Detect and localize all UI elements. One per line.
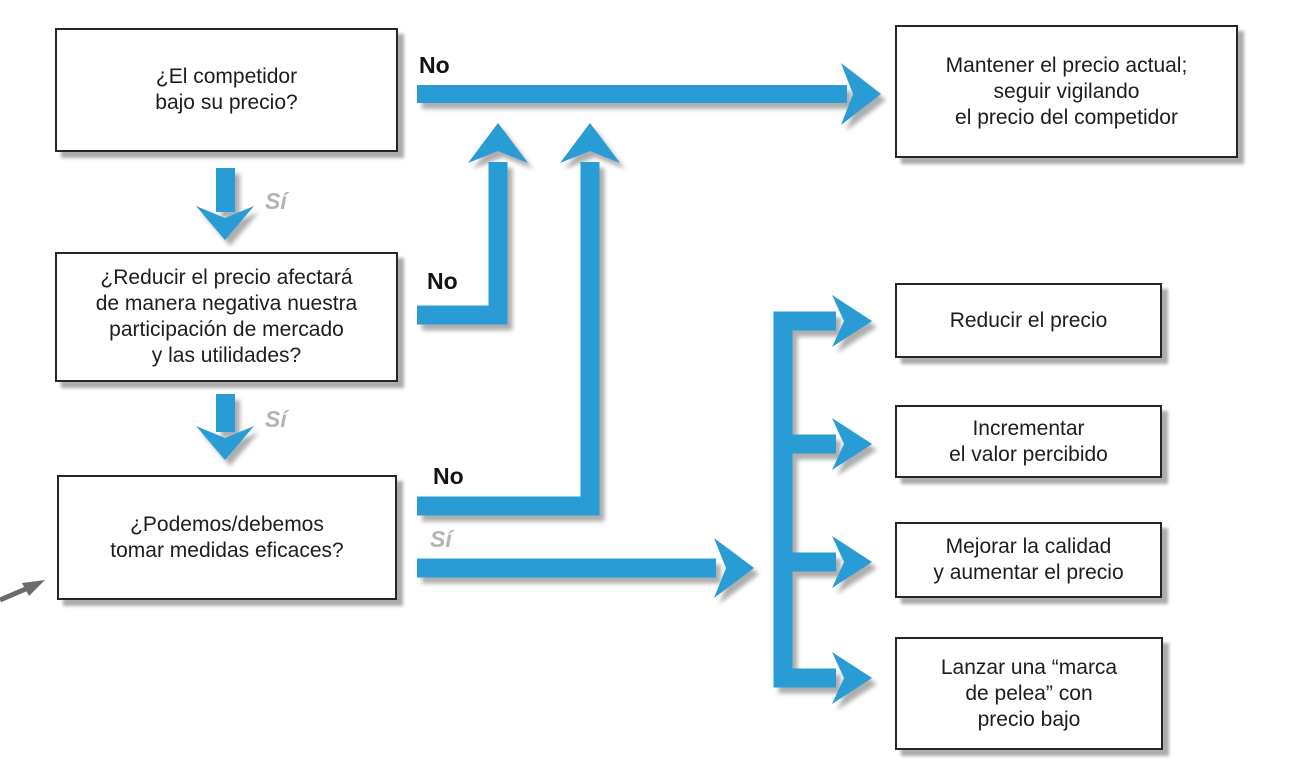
branch-arrowhead-4-icon <box>832 652 872 704</box>
edge-label-si-1: Sí <box>265 188 287 214</box>
node-action-fighting-brand-text: Lanzar una “marca de pelea” con precio b… <box>940 655 1118 731</box>
node-result-keep-price: Mantener el precio actual; seguir vigila… <box>895 25 1238 158</box>
edge-label-no-1: No <box>419 52 450 78</box>
branch-arrowhead-2-icon <box>832 418 872 470</box>
branch-arrowhead-3-icon <box>832 536 872 588</box>
branch-arrowhead-1-icon <box>832 295 872 347</box>
arrow-si-q3-to-actions-icon <box>417 538 754 598</box>
node-action-reduce-price: Reducir el precio <box>895 283 1162 358</box>
node-question-reduce-effect-text: ¿Reducir el precio afectará de manera ne… <box>95 266 358 367</box>
arrow-si-q2-to-q3-icon <box>196 394 254 460</box>
node-action-reduce-price-text: Reducir el precio <box>949 308 1108 332</box>
arrow-no-q1-to-keep-icon <box>417 63 881 125</box>
edge-label-si-3: Sí <box>430 526 452 552</box>
edge-label-no-3: No <box>433 463 464 489</box>
node-action-increase-value-text: Incrementar el valor percibido <box>949 416 1108 466</box>
edge-label-si-2: Sí <box>265 406 287 432</box>
node-action-improve-quality-text: Mejorar la calidad y aumentar el precio <box>933 535 1124 584</box>
node-question-competitor: ¿El competidor bajo su precio? <box>55 28 398 152</box>
node-question-measures-text: ¿Podemos/debemos tomar medidas eficaces? <box>110 512 344 562</box>
node-question-measures: ¿Podemos/debemos tomar medidas eficaces? <box>57 475 397 600</box>
arrow-no-q2-up-icon <box>417 123 528 325</box>
arrow-si-q1-to-q2-icon <box>196 168 254 240</box>
node-action-increase-value: Incrementar el valor percibido <box>895 405 1162 478</box>
entry-arrow-icon <box>0 580 45 603</box>
node-question-competitor-text: ¿El competidor bajo su precio? <box>155 65 298 114</box>
node-action-improve-quality: Mejorar la calidad y aumentar el precio <box>895 522 1162 598</box>
edge-label-no-2: No <box>427 268 458 294</box>
arrow-no-q3-up-icon <box>417 123 620 516</box>
node-question-reduce-effect: ¿Reducir el precio afectará de manera ne… <box>55 252 398 382</box>
action-branch-trunk-icon <box>773 295 872 704</box>
node-result-keep-price-text: Mantener el precio actual; seguir vigila… <box>945 53 1188 129</box>
node-action-fighting-brand: Lanzar una “marca de pelea” con precio b… <box>895 637 1163 750</box>
